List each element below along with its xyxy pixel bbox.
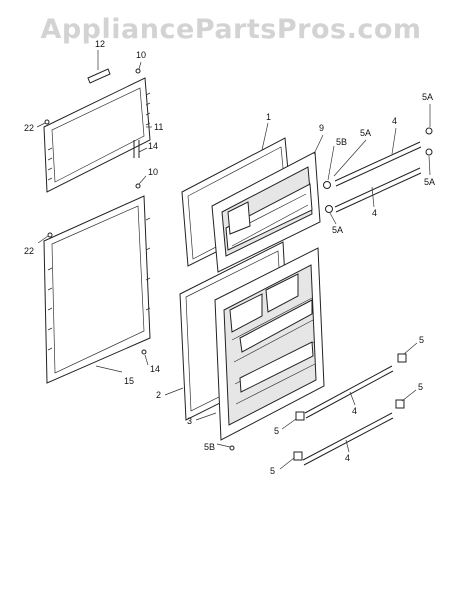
- callout-9: 9: [319, 123, 324, 133]
- freezer-shelf-bar: [334, 141, 422, 213]
- callout-5a: 5A: [360, 128, 371, 138]
- callout-14: 14: [148, 141, 158, 151]
- shelf-end-cap: [293, 127, 433, 461]
- callout-5a: 5A: [422, 92, 433, 102]
- callout-2: 2: [156, 390, 161, 400]
- handle-trim: [87, 68, 111, 84]
- callout-5: 5: [418, 382, 423, 392]
- callout-5: 5: [274, 426, 279, 436]
- fresh-food-door-panel: [43, 195, 151, 384]
- leader-lines: [36, 50, 431, 470]
- callout-4: 4: [372, 208, 377, 218]
- callout-15: 15: [124, 376, 134, 386]
- callout-22: 22: [24, 123, 34, 133]
- fresh-food-shelf-bar: [302, 365, 394, 466]
- fresh-food-door-liner: [214, 247, 325, 441]
- callout-12: 12: [95, 39, 105, 49]
- freezer-door-liner: [211, 151, 321, 273]
- callout-1: 1: [266, 112, 271, 122]
- callout-22: 22: [24, 246, 34, 256]
- callout-5: 5: [270, 466, 275, 476]
- watermark: AppliancePartsPros.com: [40, 14, 422, 45]
- callout-5a: 5A: [424, 177, 435, 187]
- callout-3: 3: [187, 416, 192, 426]
- callout-4: 4: [345, 453, 350, 463]
- callout-5a: 5A: [332, 225, 343, 235]
- callout-14: 14: [150, 364, 160, 374]
- hinge-pin: [133, 140, 140, 158]
- callout-5b: 5B: [204, 442, 215, 452]
- callout-10: 10: [136, 50, 146, 60]
- screw: [44, 68, 235, 451]
- callout-5b: 5B: [336, 137, 347, 147]
- callout-11: 11: [154, 122, 163, 132]
- callout-10: 10: [148, 167, 158, 177]
- freezer-door-panel: [43, 77, 151, 193]
- callout-4: 4: [352, 406, 357, 416]
- callout-5: 5: [419, 335, 424, 345]
- callout-4: 4: [392, 116, 397, 126]
